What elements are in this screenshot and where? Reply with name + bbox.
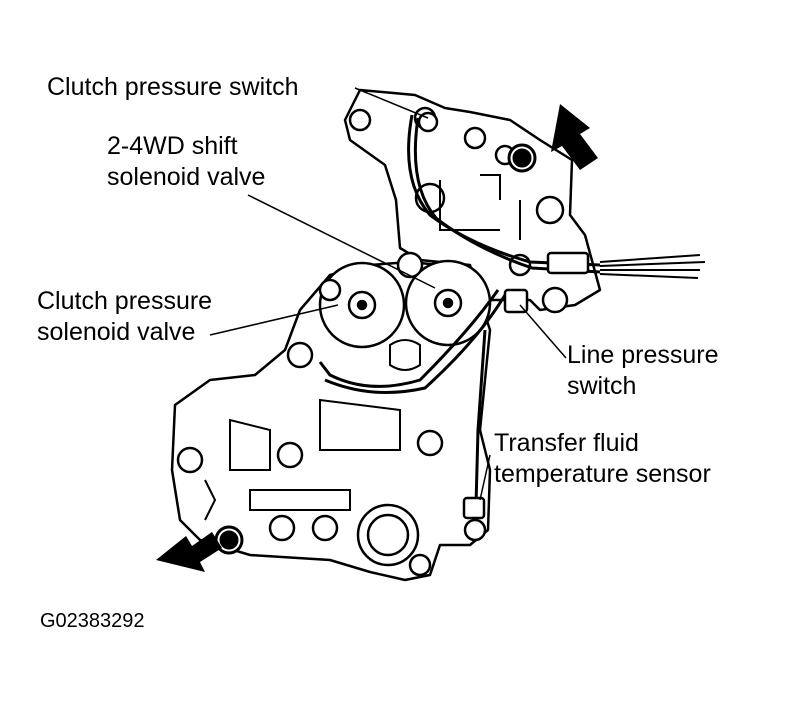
wire-tails xyxy=(599,254,706,279)
label-line-1: Transfer fluid xyxy=(494,429,639,457)
lower-arrow-icon xyxy=(156,532,222,572)
label-2-4wd-shift-solenoid: 2-4WD shift solenoid valve xyxy=(107,131,265,193)
label-clutch-pressure-solenoid: Clutch pressure solenoid valve xyxy=(37,286,212,348)
label-text: Clutch pressure switch xyxy=(47,73,299,101)
label-line-2: solenoid valve xyxy=(107,163,266,191)
label-line-pressure-switch: Line pressure switch xyxy=(567,340,718,402)
label-line-2: solenoid valve xyxy=(37,318,196,346)
label-line-1: Line pressure xyxy=(567,341,719,369)
label-line-2: switch xyxy=(567,372,637,400)
clutch-pressure-switch-body xyxy=(417,111,439,133)
label-line-1: 2-4WD shift xyxy=(107,132,238,160)
figure-id: G02383292 xyxy=(40,610,145,632)
transfer-sensor-body xyxy=(462,496,486,520)
wire-harness xyxy=(407,114,601,267)
leader-lines xyxy=(209,87,567,501)
harness-connector xyxy=(546,251,590,275)
label-clutch-pressure-switch: Clutch pressure switch xyxy=(47,72,298,103)
label-line-1: Clutch pressure xyxy=(37,287,213,315)
label-line-2: temperature sensor xyxy=(494,460,711,488)
upper-arrow-icon xyxy=(551,104,598,170)
label-transfer-fluid-sensor: Transfer fluid temperature sensor xyxy=(494,428,711,490)
